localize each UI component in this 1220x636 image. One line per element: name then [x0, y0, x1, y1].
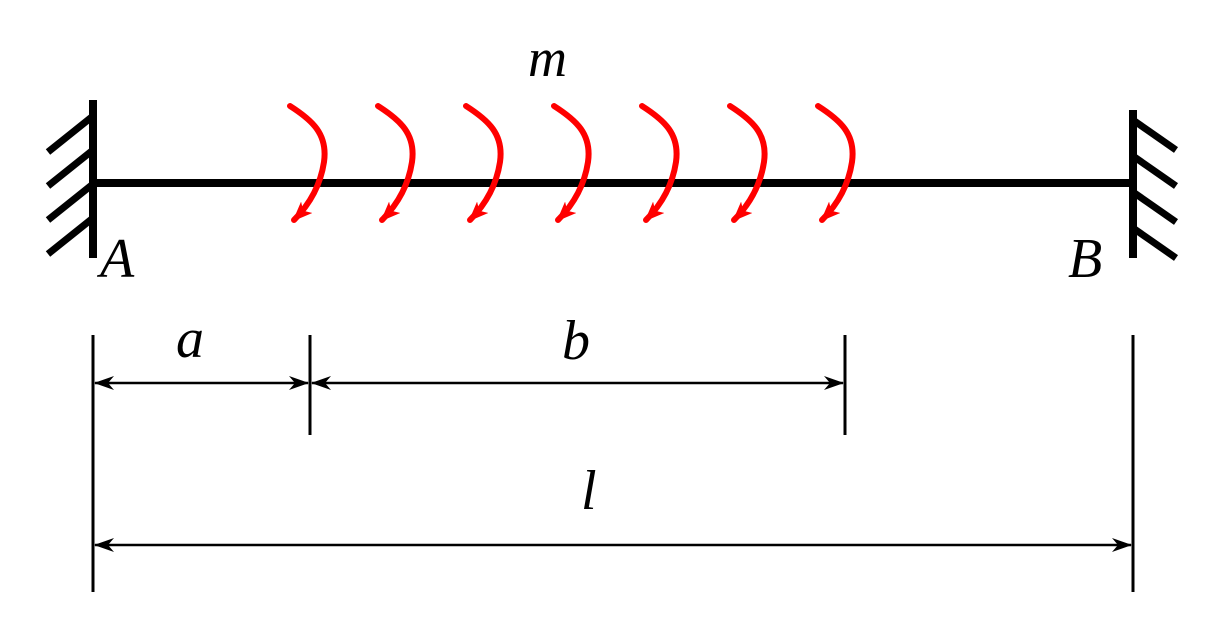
moment-arrow-2 — [375, 103, 416, 223]
moment-arrow-1 — [287, 103, 328, 223]
distributed-moment-load — [287, 103, 856, 223]
moment-arrow-7 — [815, 103, 856, 223]
fixed-support-right — [1129, 110, 1179, 261]
support-label-a: A — [96, 228, 135, 290]
fixed-support-left — [45, 100, 97, 258]
dim-label-l: l — [581, 460, 597, 522]
dimension-a: a — [91, 308, 312, 592]
dimension-l: l — [94, 335, 1135, 592]
load-label-m: m — [528, 28, 567, 88]
moment-arrow-4 — [551, 103, 592, 223]
moment-arrow-5 — [639, 103, 680, 223]
support-label-b: B — [1068, 228, 1102, 290]
dim-label-a: a — [176, 308, 204, 370]
dim-label-b: b — [562, 310, 590, 372]
moment-arrow-3 — [463, 103, 504, 223]
moment-arrow-6 — [727, 103, 768, 223]
dimension-b: b — [311, 310, 847, 435]
